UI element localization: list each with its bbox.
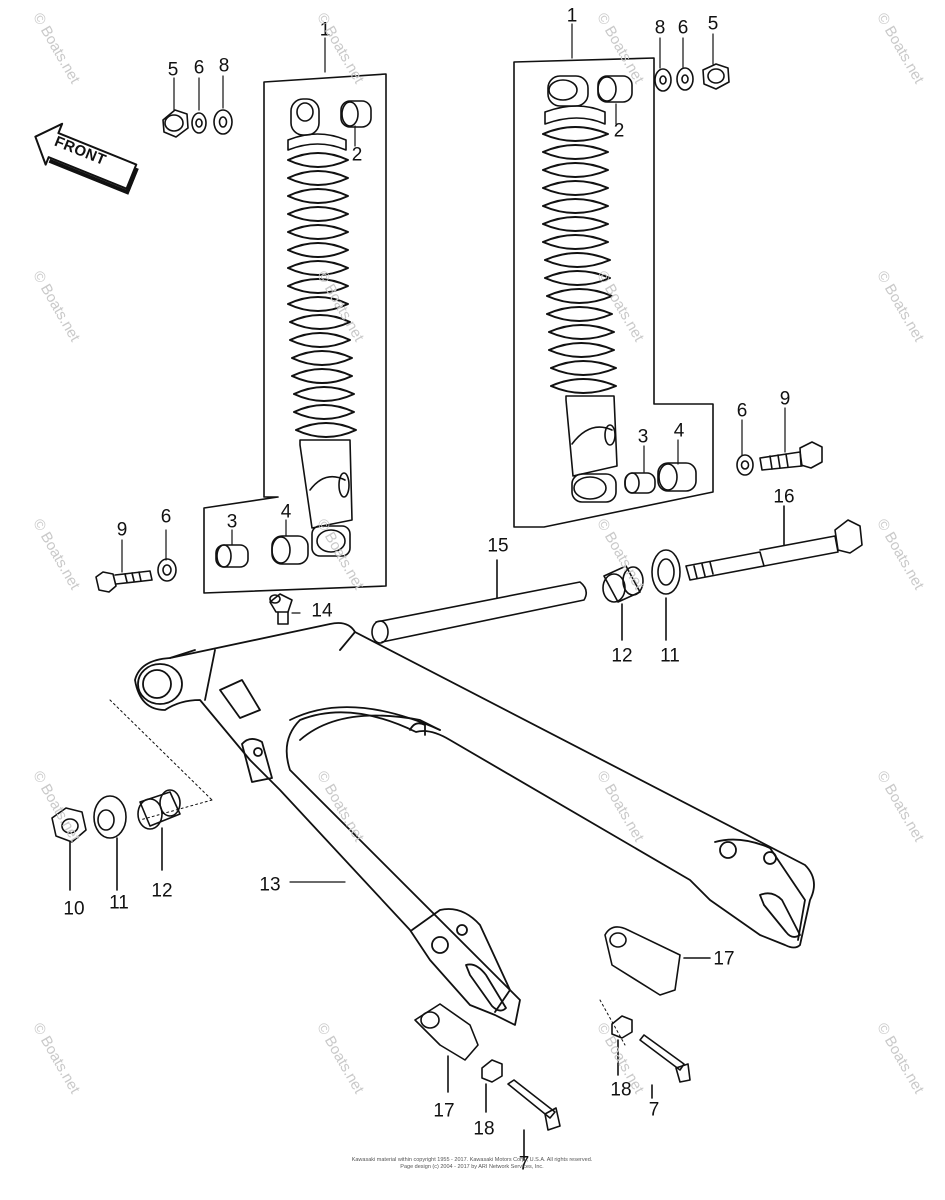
callout-7-left: 7 (518, 1153, 530, 1175)
callout-8-left: 8 (218, 55, 230, 77)
callout-17-right: 17 (713, 948, 735, 970)
copyright-line-1: Kawasaki material within copyright 1955 … (351, 1157, 593, 1163)
callout-1-right: 1 (566, 5, 578, 27)
callout-5-left: 5 (167, 59, 179, 81)
callout-6-topleft: 6 (193, 57, 205, 79)
swing-arm (134, 622, 815, 1026)
callout-16: 16 (773, 486, 795, 508)
callout-11-right: 11 (660, 645, 680, 667)
right-chain-adjuster (604, 926, 711, 1099)
callout-4-left: 4 (280, 501, 292, 523)
callout-3-right: 3 (637, 426, 649, 448)
copyright-notice: Kawasaki material within copyright 1955 … (322, 1157, 622, 1171)
callout-12-left: 12 (151, 880, 173, 902)
callout-9-left: 9 (116, 519, 128, 541)
right-shock-frame (513, 57, 714, 528)
callout-5-right: 5 (707, 13, 719, 35)
callout-3-left: 3 (226, 511, 238, 533)
callout-14: 14 (311, 600, 333, 622)
callout-11-left: 11 (109, 892, 129, 914)
callout-4-right: 4 (673, 420, 685, 442)
callout-6-lowerleft: 6 (160, 506, 172, 528)
left-shock-frame (203, 73, 387, 594)
left-lower-small-parts (95, 535, 309, 593)
callout-17-left: 17 (433, 1100, 455, 1122)
left-top-small-parts (162, 100, 372, 138)
callout-10: 10 (63, 898, 85, 920)
left-shock-absorber (287, 98, 357, 557)
callout-8-right: 8 (654, 17, 666, 39)
callout-18-left: 18 (473, 1118, 495, 1140)
right-middle-small-parts (624, 441, 823, 494)
callout-7-right: 7 (648, 1099, 660, 1121)
front-direction-arrow: FRONT (23, 110, 146, 203)
grease-fitting (269, 593, 293, 625)
callout-2-right: 2 (613, 120, 625, 142)
pivot-shaft (371, 559, 588, 644)
callout-15: 15 (487, 535, 509, 557)
callout-9-right: 9 (779, 388, 791, 410)
callout-6-topright: 6 (677, 17, 689, 39)
callout-2-left: 2 (351, 144, 363, 166)
callout-1-left: 1 (319, 19, 331, 41)
leader-lines (121, 23, 786, 883)
right-pivot-parts (602, 505, 863, 641)
callout-13: 13 (259, 874, 281, 896)
alignment-lines (109, 699, 626, 1046)
copyright-line-2: Page design (c) 2004 - 2017 by ARI Netwo… (400, 1164, 544, 1170)
callout-6-lowerright: 6 (736, 400, 748, 422)
right-shock-absorber (542, 75, 618, 503)
left-pivot-parts (51, 789, 181, 891)
arrow-left-icon (34, 122, 139, 195)
right-top-small-parts (597, 63, 730, 103)
callout-18-right: 18 (610, 1079, 632, 1101)
callout-12-right: 12 (611, 645, 633, 667)
left-chain-adjuster (414, 1003, 561, 1161)
